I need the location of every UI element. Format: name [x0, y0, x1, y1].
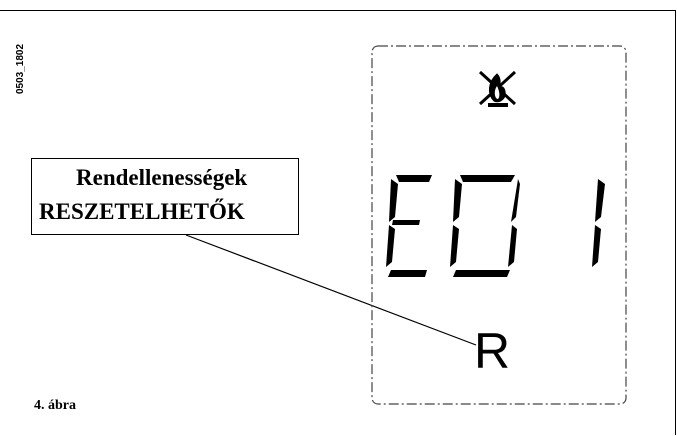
digit-1 — [592, 179, 605, 267]
digit-0 — [450, 175, 520, 277]
figure-caption: 4. ábra — [34, 398, 76, 413]
callout-box: Rendellenességek RESZETELHETŐK — [31, 158, 299, 235]
callout-line-2: RESZETELHETŐK — [39, 199, 245, 224]
digit-e — [386, 175, 432, 277]
lcd-display-outline — [371, 45, 627, 405]
leader-line — [185, 234, 477, 346]
callout-line-1: Rendellenességek — [76, 165, 248, 190]
reset-indicator: R — [474, 323, 510, 379]
flame-crossed-icon — [478, 70, 517, 107]
error-code-digits — [386, 175, 605, 277]
figure-frame — [0, 10, 676, 435]
